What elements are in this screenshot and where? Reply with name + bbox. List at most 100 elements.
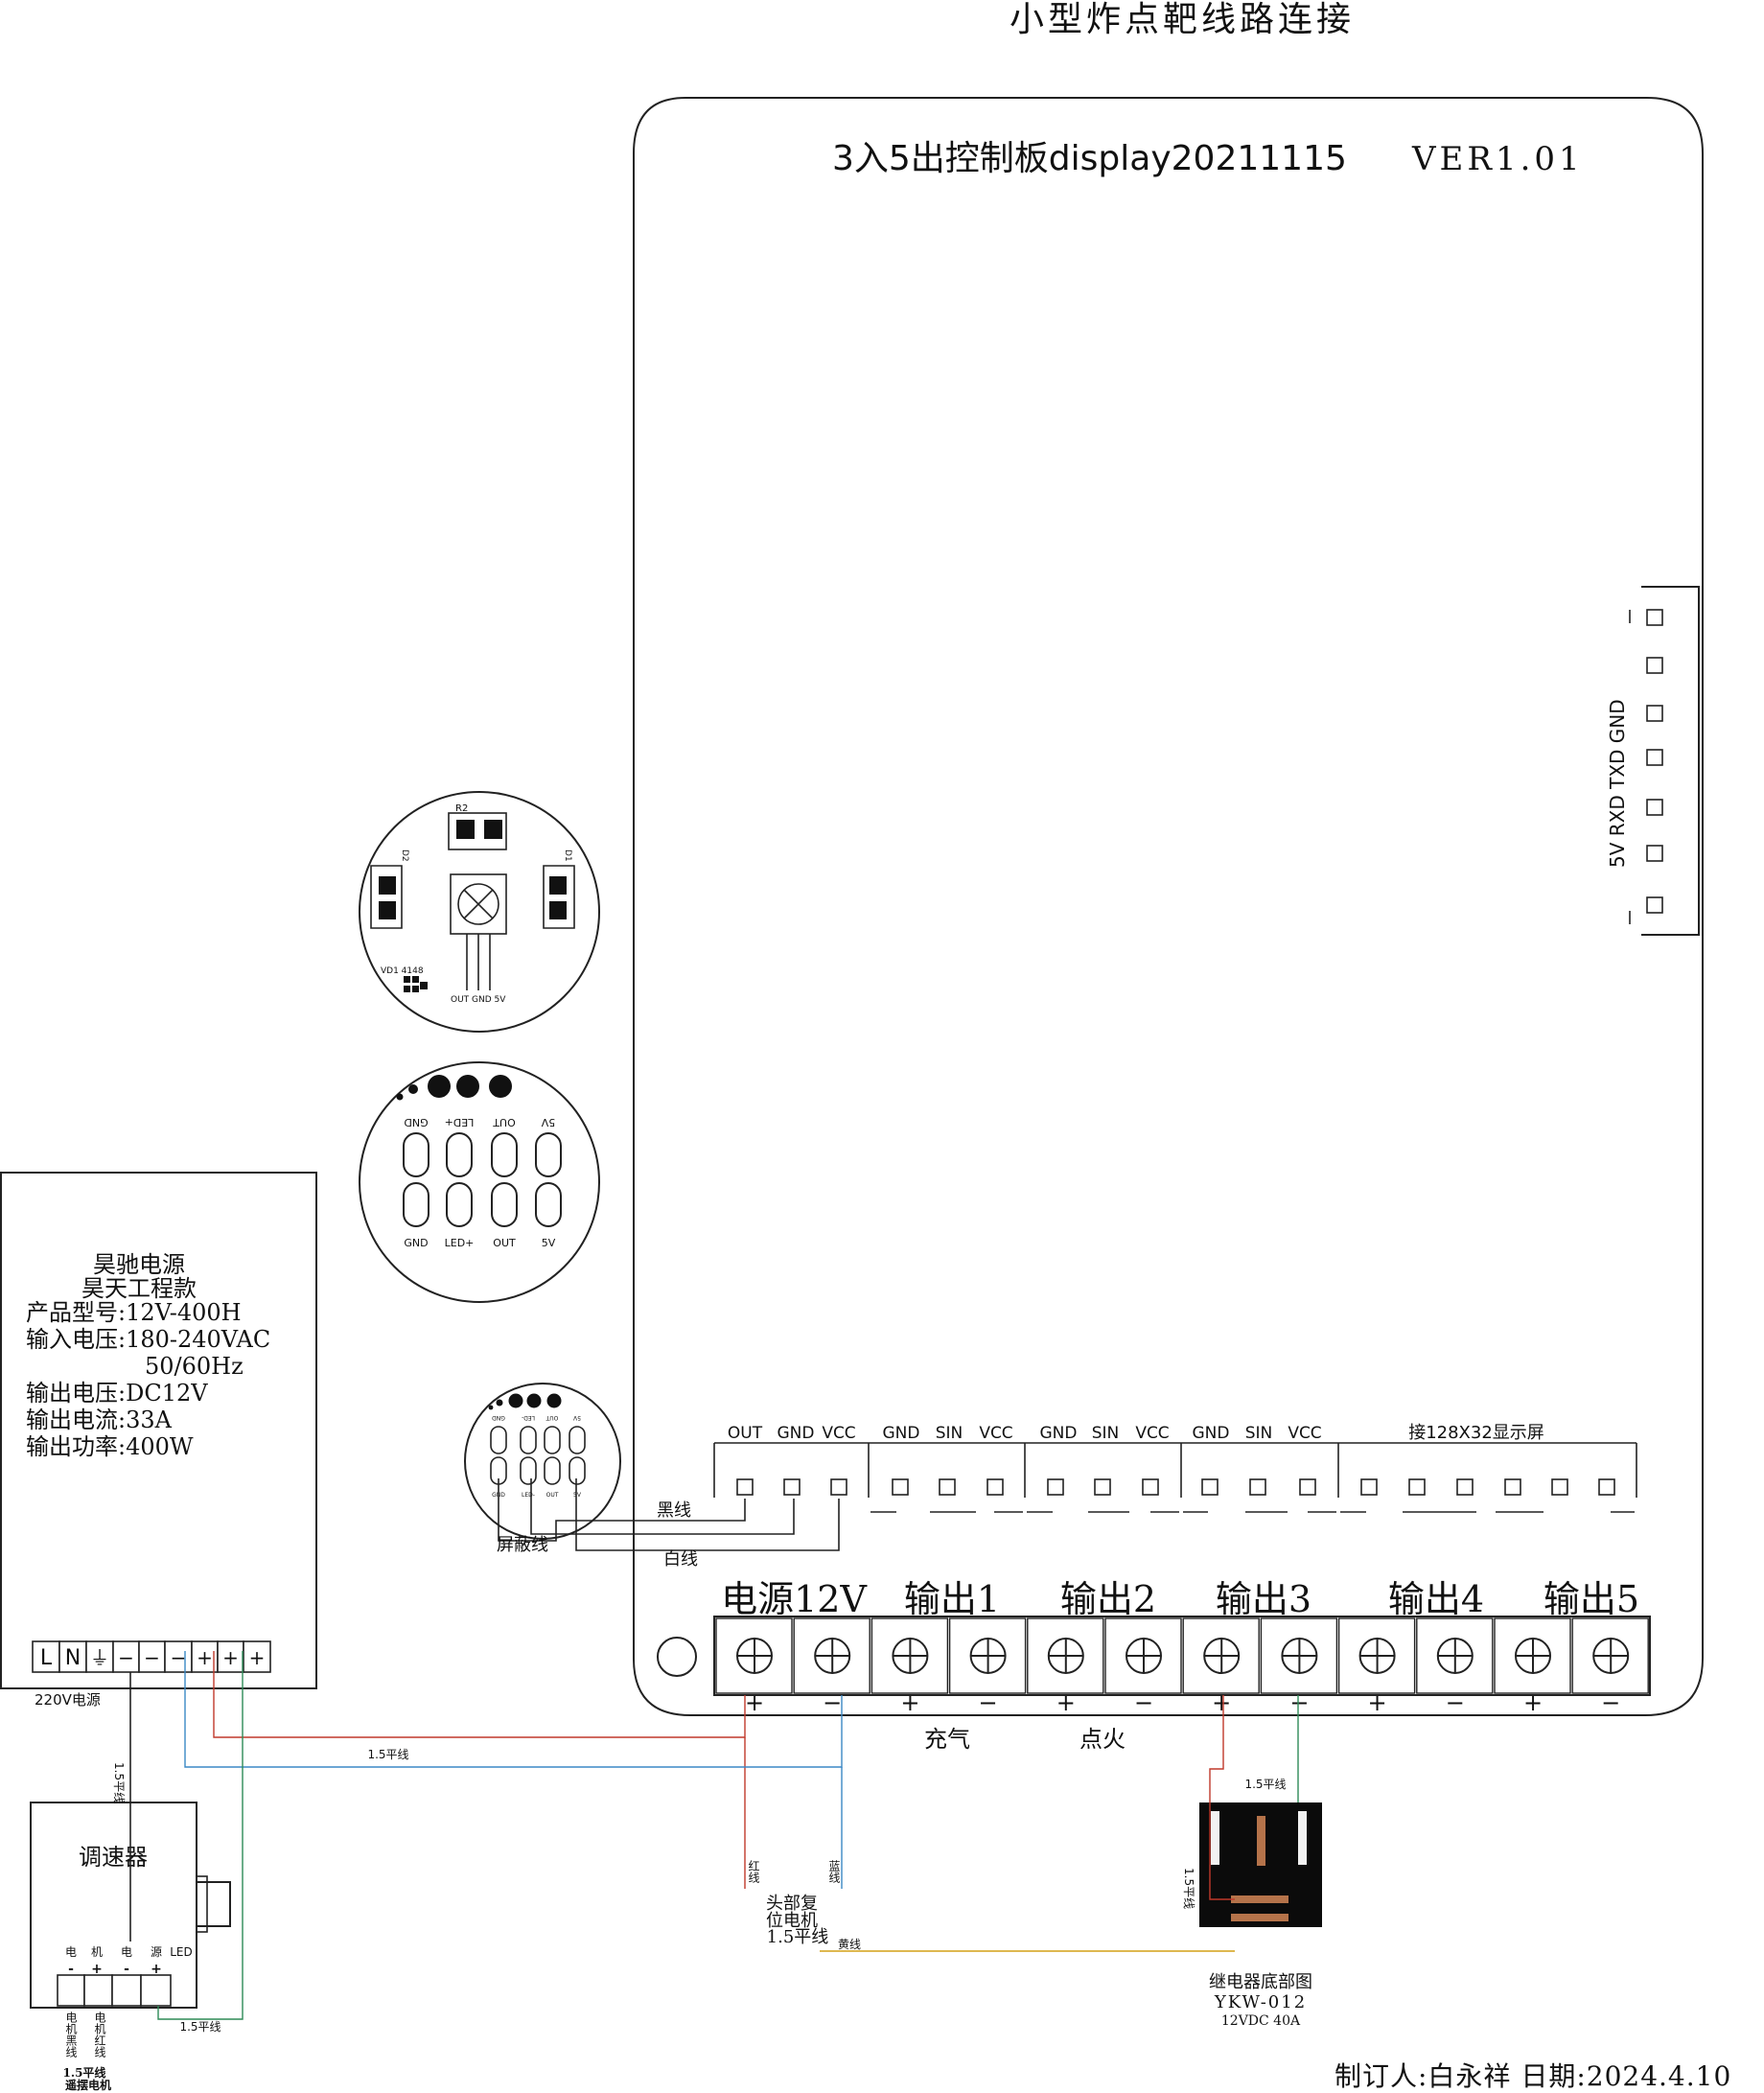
terminal-label-out3: 输出3	[1216, 1578, 1311, 1620]
wire-blue-main	[184, 1651, 843, 1768]
wire-label-flat-3: 1.5平线	[1244, 1778, 1286, 1791]
terminal-polarity: +	[1523, 1689, 1543, 1716]
wire-green-controller	[157, 1651, 244, 2020]
connector-large-pad	[446, 1182, 473, 1227]
controller-terminal	[140, 1974, 172, 2007]
header-pin	[939, 1478, 956, 1496]
psu-output-voltage: 输出电压:DC12V	[26, 1380, 208, 1407]
head-motor-line-3: 1.5平线	[767, 1927, 829, 1947]
power-supply: 昊驰电源 昊天工程款 产品型号:12V-400H 输入电压:180-240VAC…	[0, 1172, 317, 1709]
wire-label-blue: 蓝线	[827, 1860, 841, 1883]
connector-large-pad	[403, 1132, 429, 1177]
serial-pin	[1646, 799, 1663, 816]
connector-small-pad	[520, 1426, 537, 1454]
wire-black-label: 黑线	[657, 1500, 691, 1521]
sensor-board: R2 OUT GND 5V D2 D1 VD1 4148	[359, 791, 600, 1033]
wire-white-label: 白线	[663, 1549, 698, 1570]
psu-terminal	[58, 1640, 87, 1673]
header-label-vcc-1: VCC	[979, 1424, 1012, 1443]
header-label-gnd-2: GND	[1040, 1424, 1078, 1443]
control-board-outline	[633, 97, 1704, 1716]
terminal-screw-slot	[893, 1639, 928, 1673]
header-pin	[1456, 1478, 1474, 1496]
connector-large-top-label: LED+	[445, 1116, 475, 1128]
header-label-gnd-1: GND	[883, 1424, 920, 1443]
d2-label: D2	[400, 849, 409, 862]
serial-pin	[1646, 749, 1663, 766]
terminal-label-out5: 输出5	[1544, 1578, 1639, 1620]
psu-terminal-label: +	[249, 1646, 266, 1669]
vd1-label: VD1 4148	[381, 966, 424, 976]
controller-polarity-1: +	[91, 1962, 103, 1977]
psu-terminal-label: L	[40, 1646, 53, 1670]
terminal-screw-slot	[1437, 1639, 1473, 1673]
terminal-screw-slot	[970, 1639, 1006, 1673]
connector-large-pad	[535, 1182, 562, 1227]
header-pin	[1047, 1478, 1064, 1496]
connector-small-pad	[569, 1426, 586, 1454]
connector-small-top-label: GND	[492, 1414, 505, 1421]
terminal-polarity: −	[1134, 1689, 1153, 1716]
header-label-display: 接128X32显示屏	[1408, 1423, 1544, 1443]
terminal-polarity: +	[1056, 1689, 1076, 1716]
connector-large-pad	[491, 1132, 518, 1177]
header-pin	[892, 1478, 909, 1496]
connector-large-pad	[535, 1132, 562, 1177]
function-label-ignite: 点火	[1079, 1726, 1126, 1753]
psu-brand: 昊驰电源	[93, 1251, 185, 1278]
serial-pin	[1646, 657, 1663, 674]
psu-terminal-label: +	[197, 1646, 213, 1669]
terminal-polarity: +	[1212, 1689, 1231, 1716]
head-motor-line-1: 头部复	[766, 1894, 818, 1914]
psu-mains-label: 220V电源	[35, 1691, 101, 1709]
wire-label-flat-1: 1.5平线	[367, 1748, 408, 1761]
header-pin	[830, 1478, 847, 1496]
terminal-polarity: −	[1601, 1689, 1620, 1716]
wire-label-red: 红线	[747, 1859, 760, 1883]
header-pin	[1408, 1478, 1426, 1496]
psu-terminal	[243, 1640, 271, 1673]
header-pin	[986, 1478, 1004, 1496]
connector-large-bottom-label: LED+	[445, 1237, 475, 1249]
terminal-polarity: +	[745, 1689, 764, 1716]
board-version: VER1.01	[1411, 140, 1584, 178]
terminal-polarity: −	[823, 1689, 842, 1716]
wire-shield-label: 屏蔽线	[497, 1535, 548, 1555]
wire-label-flat-2: 1.5平线	[112, 1762, 126, 1803]
terminal-screw-slot	[737, 1639, 772, 1673]
relay-model: YKW-012	[1214, 1992, 1307, 2012]
header-pin	[1249, 1478, 1266, 1496]
connector-small-pad	[544, 1456, 561, 1485]
connector-small-bottom-label: OUT	[546, 1492, 559, 1499]
terminal-screw-slot	[1359, 1639, 1395, 1673]
psu-terminal-label: −	[144, 1646, 160, 1669]
connector-large-top-label: OUT	[493, 1116, 516, 1128]
controller-top-label-0: 电	[65, 1945, 77, 1959]
connector-small-bottom-label: 5V	[573, 1492, 582, 1499]
connector-small-bottom-label: LED-	[522, 1492, 535, 1499]
speed-controller-title: 调速器	[79, 1844, 148, 1871]
connector-large-top-label: GND	[404, 1116, 428, 1128]
wire-black	[498, 1478, 746, 1542]
terminal-screw-slot	[1048, 1639, 1083, 1673]
terminal-polarity: +	[1368, 1689, 1387, 1716]
connector-large-top-label: 5V	[541, 1116, 555, 1128]
serial-header: 5V RXD TXD GND	[1606, 586, 1700, 936]
mounting-hole	[657, 1637, 697, 1677]
terminal-label-out1: 输出1	[904, 1578, 1000, 1620]
controller-polarity-0: -	[68, 1962, 74, 1977]
terminal-polarity: −	[979, 1689, 998, 1716]
psu-terminal	[85, 1640, 114, 1673]
psu-edition: 昊天工程款	[81, 1275, 197, 1302]
header-label-gnd-3: GND	[1193, 1424, 1230, 1443]
connector-large-pad	[491, 1182, 518, 1227]
relay: 继电器底部图 YKW-012 12VDC 40A	[1199, 1802, 1322, 2029]
wire-red-main	[213, 1651, 746, 1738]
terminal-screw-slot	[1126, 1639, 1161, 1673]
header-label-sin-3: SIN	[1245, 1424, 1273, 1443]
connector-large-bottom-label: GND	[404, 1237, 428, 1249]
terminal-polarity: −	[1289, 1689, 1309, 1716]
terminal-polarity: −	[1446, 1689, 1465, 1716]
header-pin	[1201, 1478, 1219, 1496]
terminal-label-power: 电源12V	[721, 1578, 867, 1620]
